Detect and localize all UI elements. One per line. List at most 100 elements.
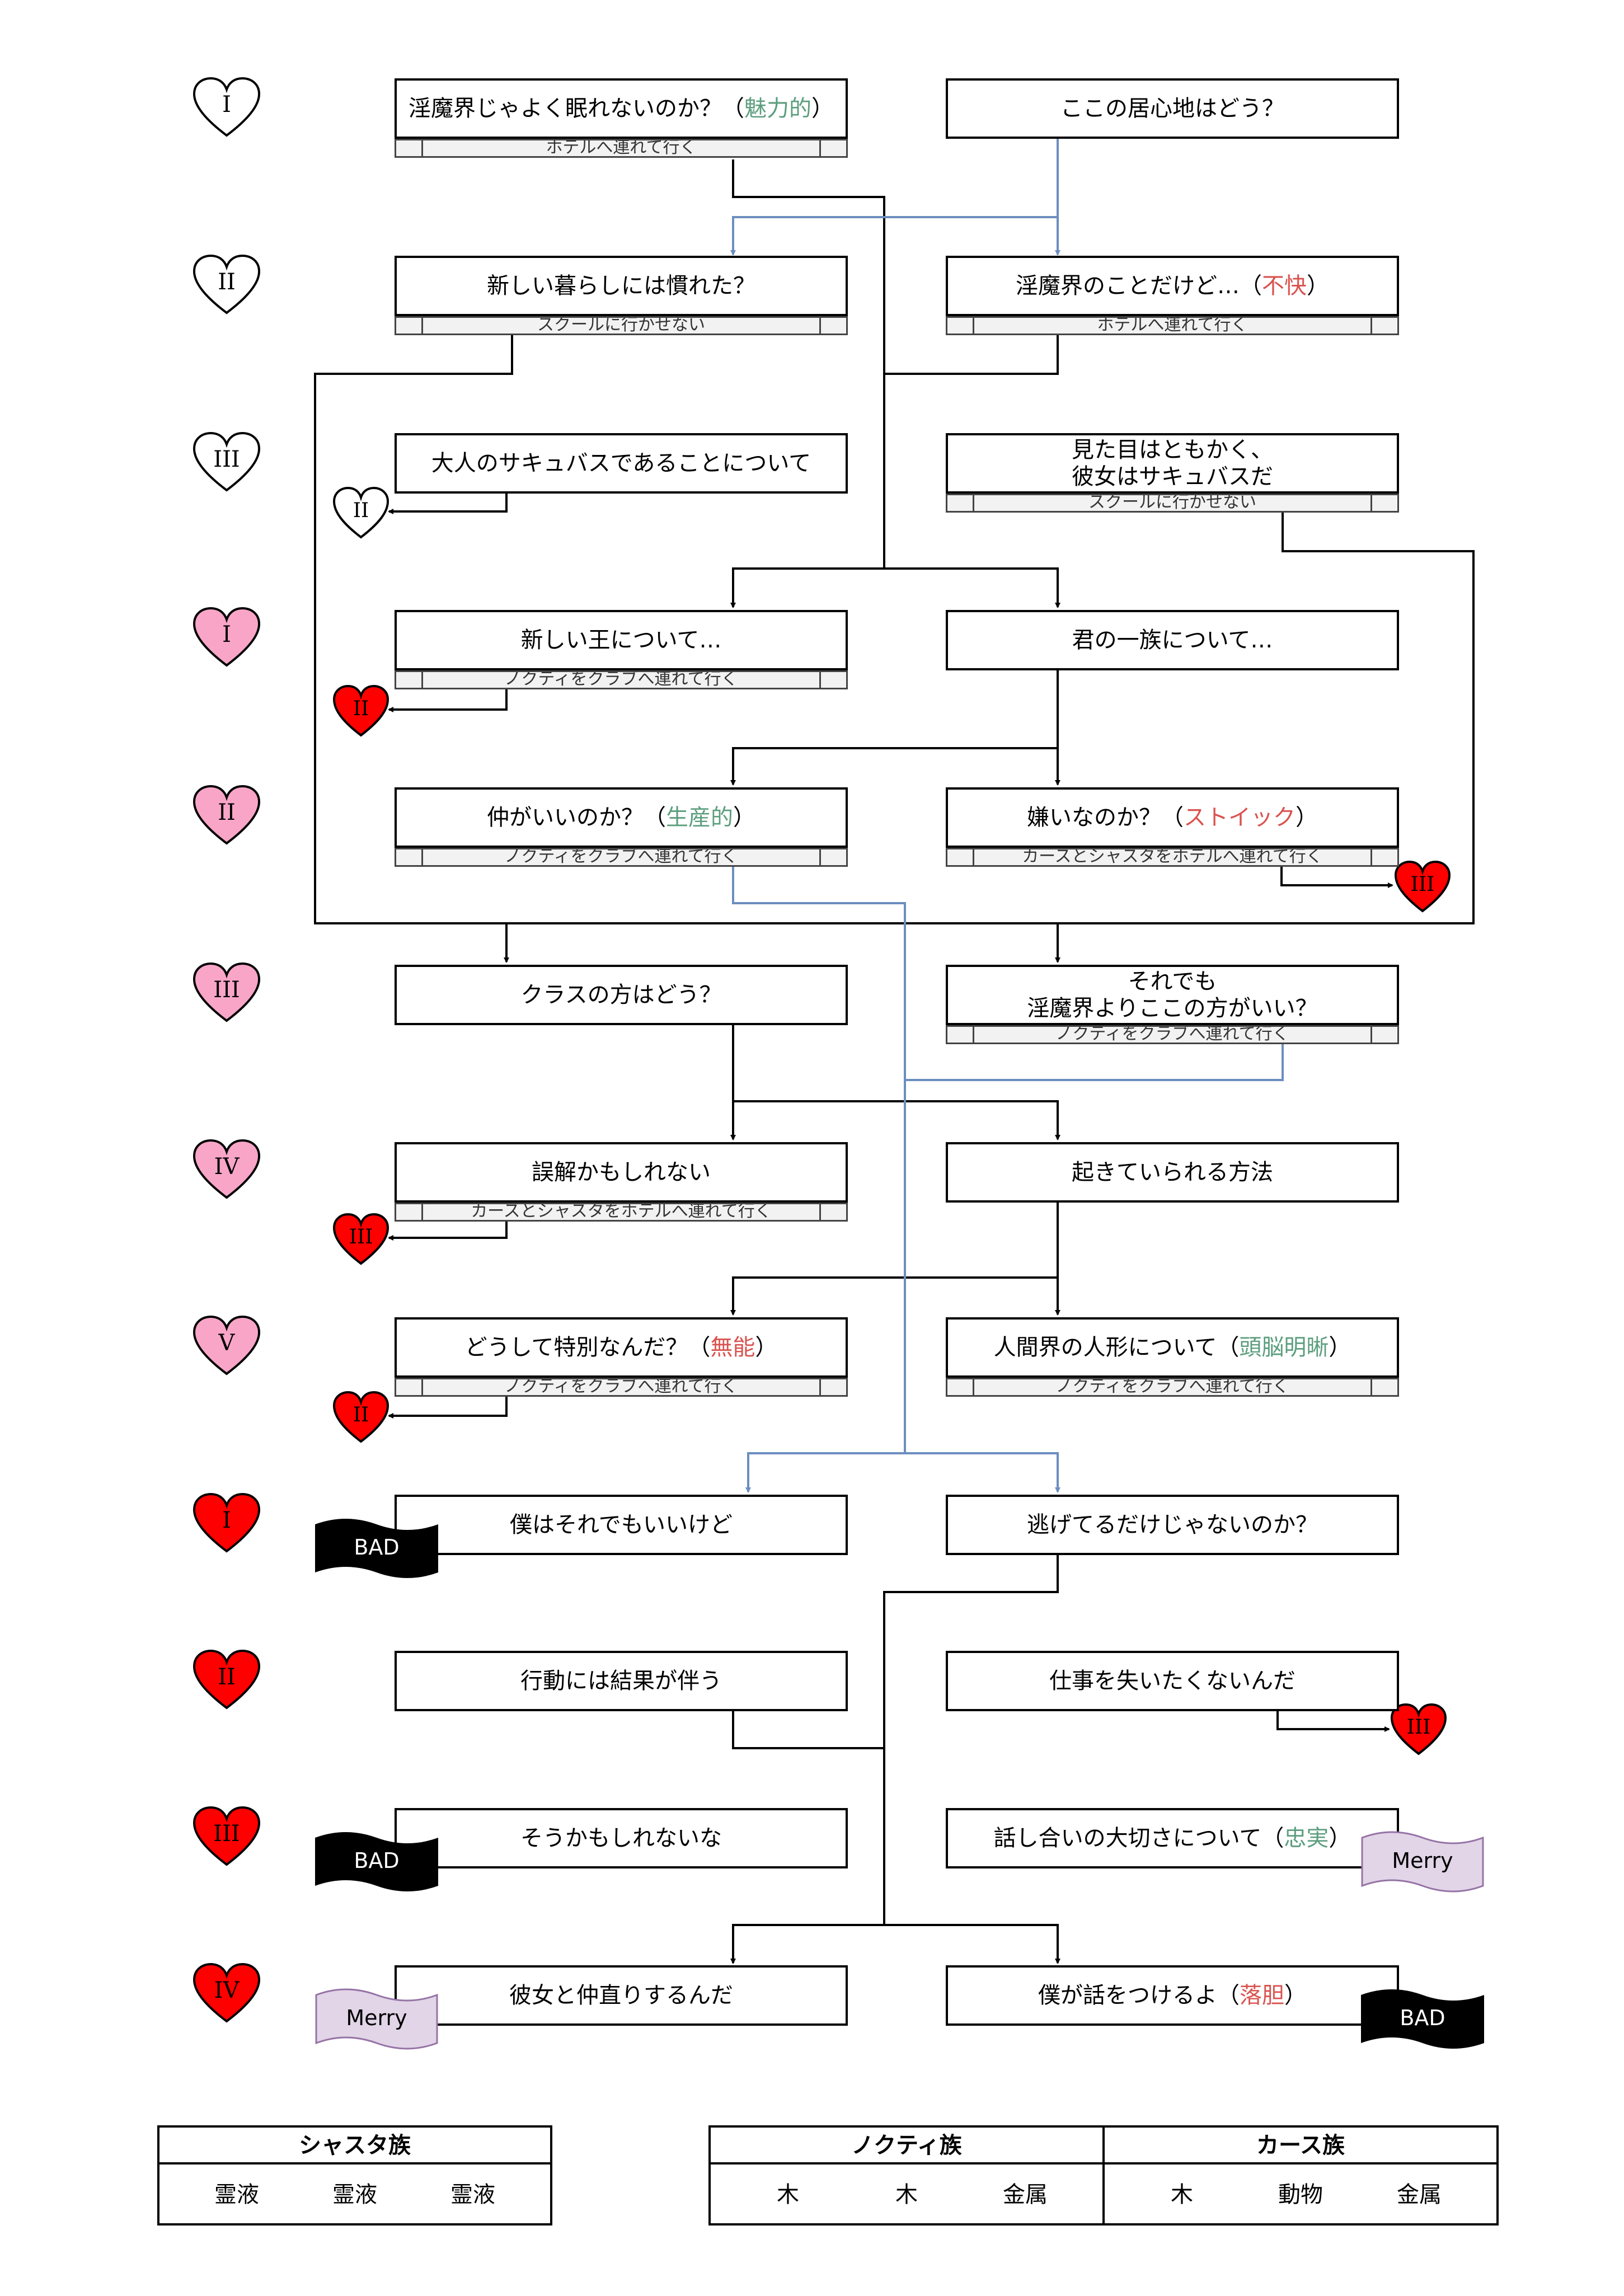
edge-n7-jump bbox=[388, 688, 508, 712]
node-box[interactable]: それでも 淫魔界よりここの方がいい？ bbox=[946, 965, 1399, 1025]
edge-to-n7 bbox=[730, 567, 884, 608]
node-strip: ノクティをクラブへ連れて行く bbox=[395, 848, 848, 867]
blue-to-n18 bbox=[905, 1452, 1060, 1493]
jump-heart-white-ii: II bbox=[332, 486, 389, 539]
legend-shasta-frame bbox=[157, 2125, 552, 2225]
edge-to-n23 bbox=[730, 1924, 884, 1964]
jump-heart-red-ii: II bbox=[332, 1391, 389, 1443]
row-heart-2: II bbox=[193, 254, 261, 314]
node-box[interactable]: 人間界の人形について（頭脳明晰） bbox=[946, 1317, 1399, 1378]
node-box[interactable]: 大人のサキュバスであることについて bbox=[395, 433, 848, 494]
svg-text:III: III bbox=[349, 1226, 373, 1248]
node-box[interactable]: 起きていられる方法 bbox=[946, 1142, 1399, 1203]
edge-n13-jump bbox=[388, 1219, 508, 1241]
svg-text:BAD: BAD bbox=[1400, 2006, 1445, 2030]
legend-nocti-item: 木 bbox=[777, 2182, 799, 2208]
svg-text:Merry: Merry bbox=[1392, 1848, 1453, 1873]
row-heart-7: IV bbox=[193, 1139, 261, 1199]
node-strip: ノクティをクラブへ連れて行く bbox=[395, 1378, 848, 1397]
node-strip: スクールに行かせない bbox=[946, 494, 1399, 513]
edge-n10-jump bbox=[1280, 865, 1393, 888]
legend bbox=[157, 2125, 1499, 2225]
edge-n11-split bbox=[732, 1023, 1060, 1140]
node-box[interactable]: 僕はそれでもいいけど bbox=[395, 1495, 848, 1555]
node-box[interactable]: 新しい王について… bbox=[395, 610, 848, 670]
jump-heart-red-iii: III bbox=[1390, 1703, 1447, 1755]
row-heart-3: III bbox=[193, 431, 261, 492]
svg-text:II: II bbox=[353, 1403, 369, 1426]
bad-ending-tag: BAD bbox=[315, 1519, 438, 1578]
blue-n9-down bbox=[732, 865, 906, 1493]
row-heart-8: V bbox=[193, 1315, 261, 1375]
legend-curse-title: カース族 bbox=[1256, 2133, 1345, 2158]
edge-to-n8 bbox=[884, 567, 1060, 608]
svg-text:III: III bbox=[1407, 1716, 1431, 1739]
blue-connectors bbox=[730, 139, 1284, 1493]
edge-n19-join bbox=[732, 1709, 884, 1749]
bad-ending-tag: BAD bbox=[1361, 1989, 1484, 2049]
svg-text:II: II bbox=[353, 499, 369, 522]
node-box[interactable]: 新しい暮らしには慣れた？ bbox=[395, 256, 848, 316]
node-box[interactable]: 君の一族について… bbox=[946, 610, 1399, 670]
node-box[interactable]: 彼女と仲直りするんだ bbox=[395, 1965, 848, 2026]
svg-text:I: I bbox=[222, 92, 231, 118]
row-heart-5: II bbox=[193, 785, 261, 845]
edge-to-n24 bbox=[884, 1924, 1060, 1964]
black-connectors bbox=[314, 159, 1475, 1964]
node-box[interactable]: どうして特別なんだ？（無能） bbox=[395, 1317, 848, 1378]
node-box[interactable]: 逃げてるだけじゃないのか？ bbox=[946, 1495, 1399, 1555]
node-strip: ホテルへ連れて行く bbox=[946, 316, 1399, 335]
legend-nocti-item: 金属 bbox=[1003, 2182, 1048, 2208]
svg-text:IV: IV bbox=[214, 1978, 240, 2003]
legend-shasta-item: 霊液 bbox=[214, 2182, 259, 2208]
legend-text: シャスタ族 霊液 霊液 霊液 ノクティ族 木 木 金属 カース族 木 動物 金属 bbox=[214, 2133, 1442, 2208]
blue-n12-join bbox=[905, 1043, 1284, 1081]
legend-curse-item: 金属 bbox=[1397, 2182, 1442, 2208]
node-box[interactable]: クラスの方はどう？ bbox=[395, 965, 848, 1025]
node-box[interactable]: 行動には結果が伴う bbox=[395, 1651, 848, 1711]
node-box[interactable]: 仕事を失いたくないんだ bbox=[946, 1651, 1399, 1711]
edge-n18-down bbox=[883, 1552, 1059, 1925]
node-box[interactable]: 話し合いの大切さについて（忠実） bbox=[946, 1808, 1399, 1868]
legend-shasta-item: 霊液 bbox=[332, 2182, 377, 2208]
node-box[interactable]: 誤解かもしれない bbox=[395, 1142, 848, 1203]
node-box[interactable]: 見た目はともかく、 彼女はサキュバスだ bbox=[946, 433, 1399, 494]
row-heart-11: III bbox=[193, 1806, 261, 1866]
jump-hearts: II II III III II III bbox=[332, 486, 1451, 1755]
jump-heart-red-iii: III bbox=[332, 1213, 389, 1265]
bad-ending-tag: BAD bbox=[315, 1832, 438, 1891]
merry-ending-tag: Merry bbox=[315, 1988, 438, 2050]
legend-curse-item: 木 bbox=[1171, 2182, 1193, 2208]
node-box[interactable]: そうかもしれないな bbox=[395, 1808, 848, 1868]
node-box[interactable]: 僕が話をつけるよ（落胆） bbox=[946, 1965, 1399, 2026]
node-strip: スクールに行かせない bbox=[395, 316, 848, 335]
node-strip: カースとシャスタをホテルへ連れて行く bbox=[946, 848, 1399, 867]
svg-text:IV: IV bbox=[214, 1154, 240, 1180]
svg-text:I: I bbox=[222, 622, 231, 647]
row-heart-4: I bbox=[193, 607, 261, 667]
svg-text:III: III bbox=[1411, 873, 1435, 896]
svg-text:BAD: BAD bbox=[354, 1848, 399, 1873]
node-box[interactable]: 仲がいいのか？（生産的） bbox=[395, 787, 848, 848]
legend-nocti-title: ノクティ族 bbox=[851, 2133, 962, 2158]
edge-n1-down bbox=[732, 159, 885, 569]
node-box[interactable]: ここの居心地はどう？ bbox=[946, 78, 1399, 139]
row-heart-10: II bbox=[193, 1649, 261, 1710]
node-box[interactable]: 淫魔界のことだけど…（不快） bbox=[946, 256, 1399, 316]
svg-text:III: III bbox=[213, 977, 240, 1003]
svg-text:III: III bbox=[213, 1821, 240, 1847]
svg-text:I: I bbox=[222, 1508, 231, 1533]
svg-text:BAD: BAD bbox=[354, 1535, 399, 1560]
edge-n4-join bbox=[884, 334, 1059, 375]
legend-shasta-item: 霊液 bbox=[450, 2182, 495, 2208]
row-heart-6: III bbox=[193, 962, 261, 1022]
jump-heart-red-iii: III bbox=[1394, 860, 1451, 913]
jump-heart-red-ii: II bbox=[332, 684, 389, 737]
node-box[interactable]: 嫌いなのか？（ストイック） bbox=[946, 787, 1399, 848]
blue-n2-split bbox=[730, 139, 1059, 256]
row-heart-1: I bbox=[193, 77, 261, 137]
node-box[interactable]: 淫魔界じゃよく眠れないのか？（魅力的） bbox=[395, 78, 848, 139]
edge-n20-jump bbox=[1276, 1709, 1390, 1732]
node-strip: ノクティをクラブへ連れて行く bbox=[946, 1378, 1399, 1397]
